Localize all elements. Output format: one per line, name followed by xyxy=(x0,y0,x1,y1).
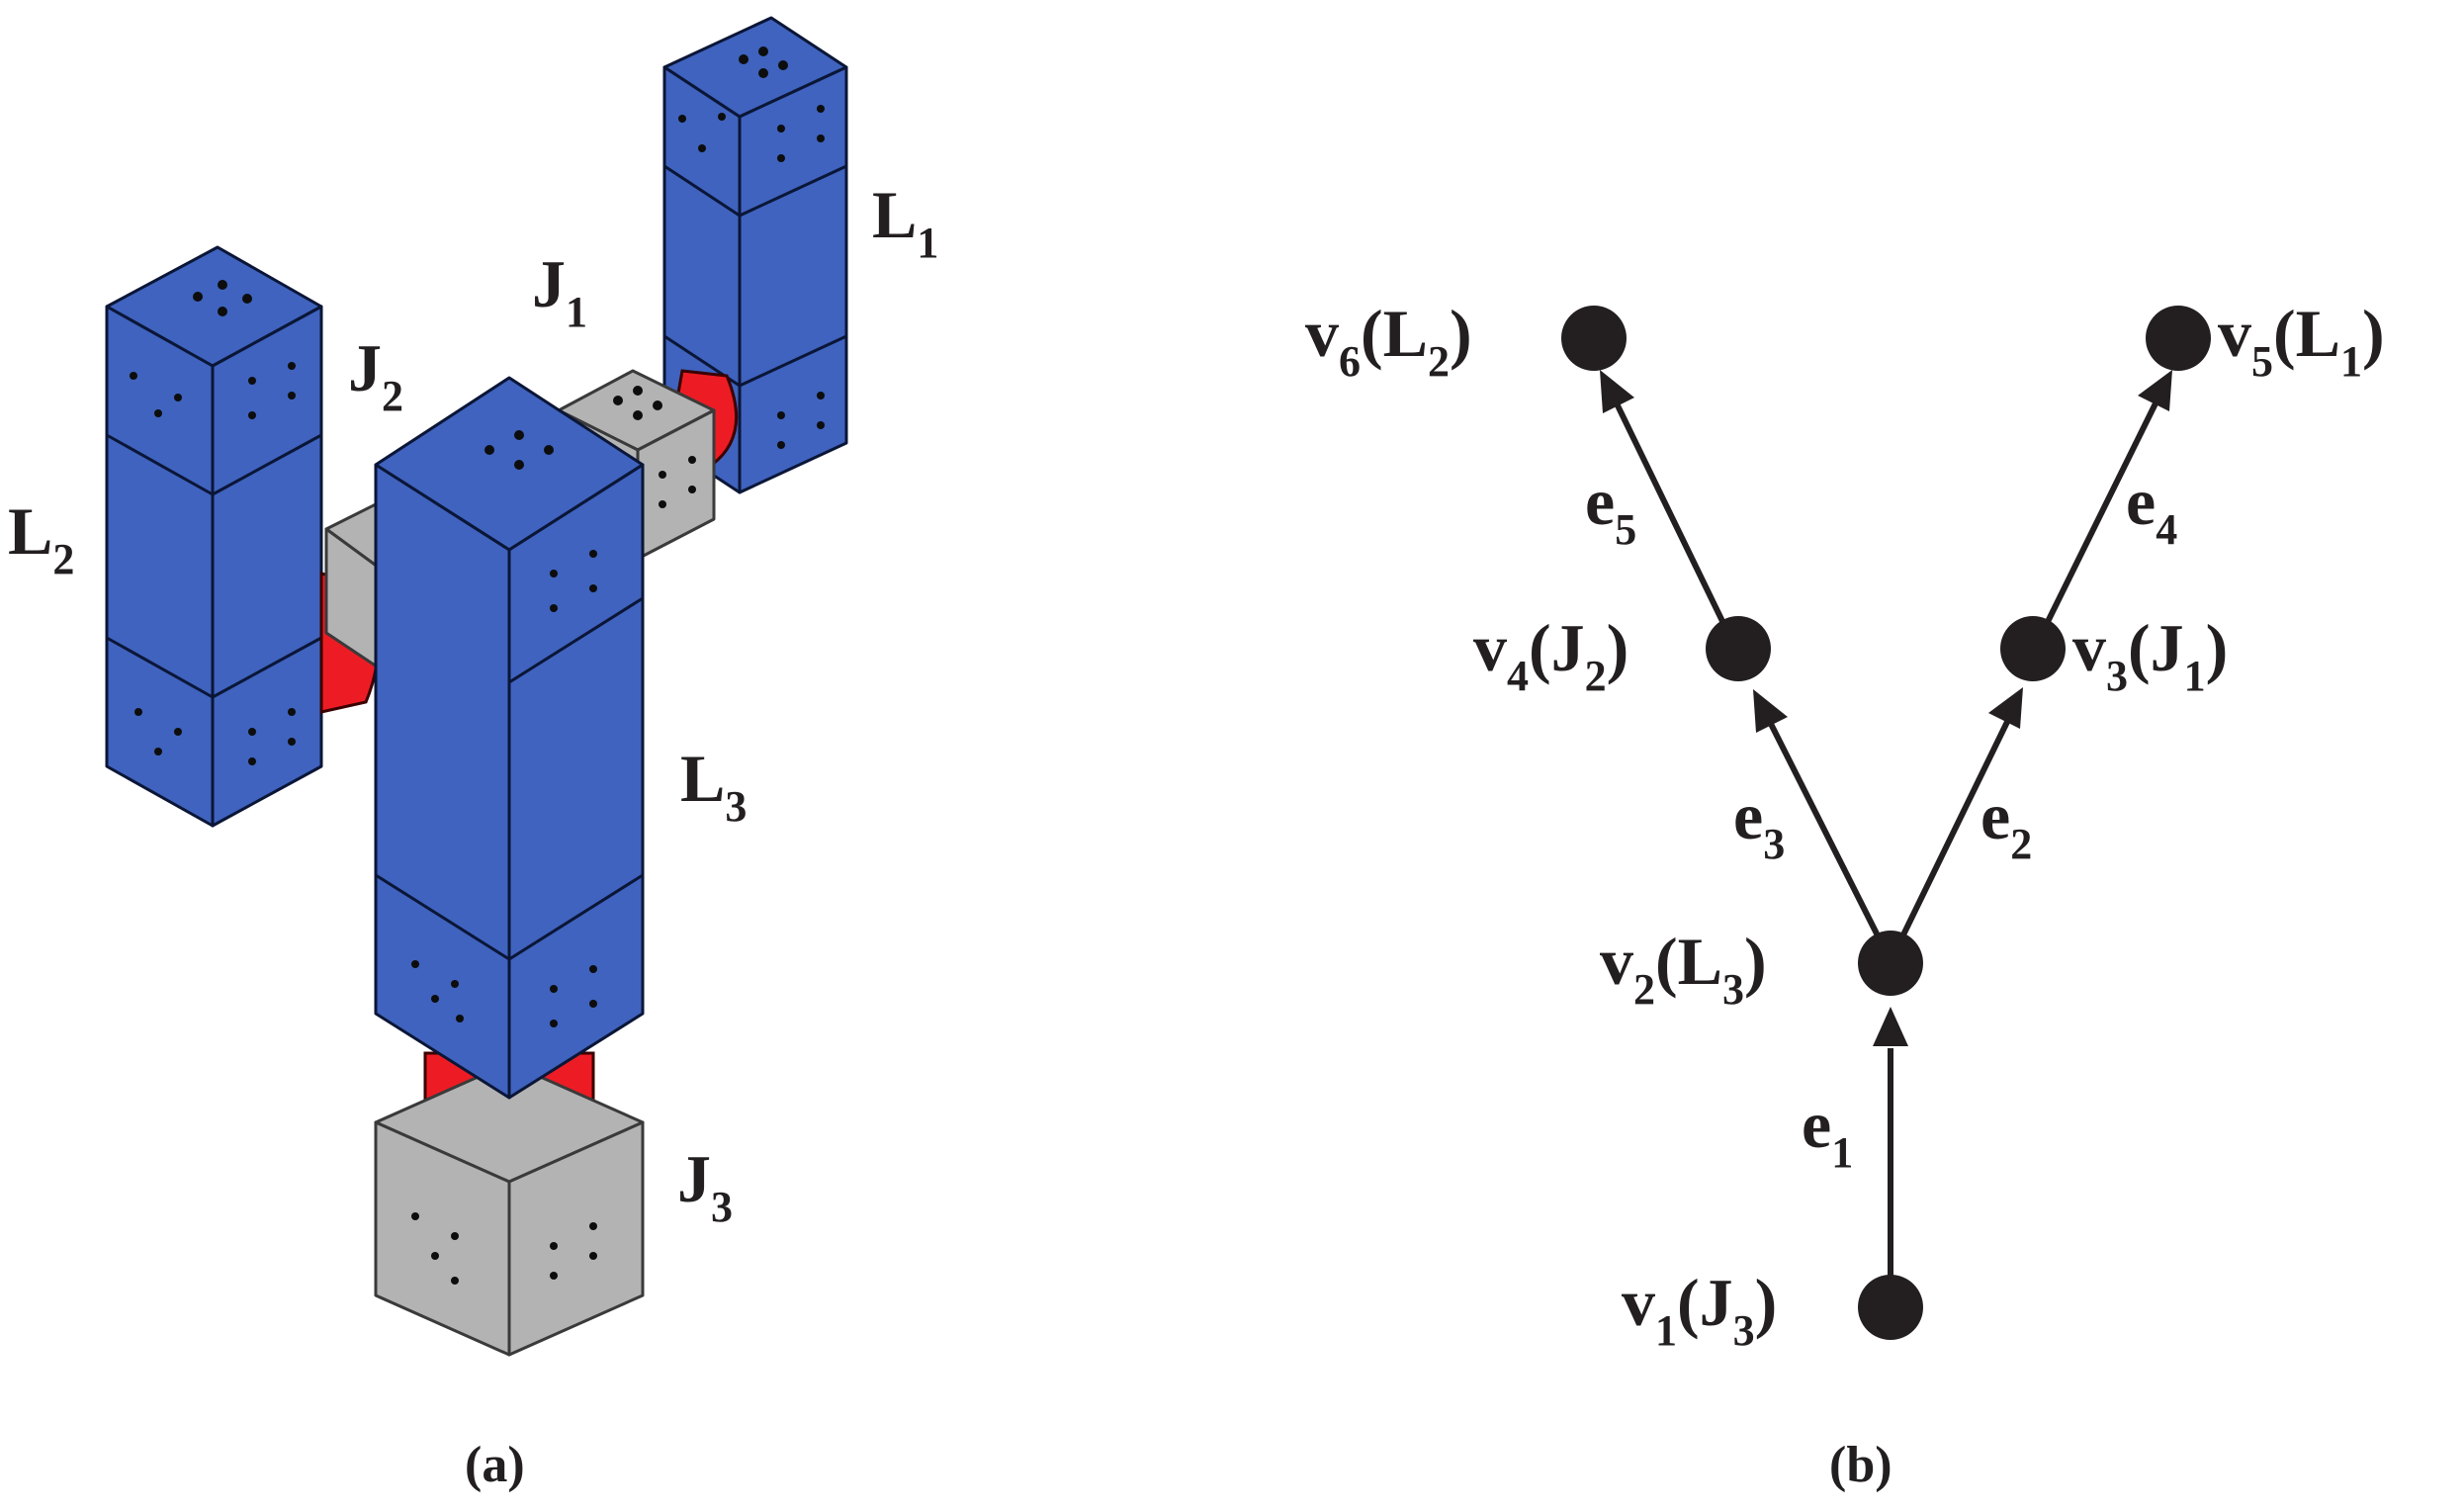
joint-cube-j3 xyxy=(374,1061,645,1357)
arrowhead-e5 xyxy=(1600,370,1634,413)
edge-label-e1: e1 xyxy=(1802,1087,1853,1177)
label-j3: J3 xyxy=(677,1141,733,1231)
arrowhead-e4 xyxy=(2138,370,2172,411)
edge-e3 xyxy=(1767,720,1893,963)
node-label-v2: v2(L3) xyxy=(1600,924,1767,1014)
arrowhead-e2 xyxy=(1988,687,2023,729)
node-v5 xyxy=(2146,306,2211,371)
mounting-holes xyxy=(678,46,825,449)
edge-e4 xyxy=(2032,401,2158,650)
label-l1: L1 xyxy=(872,177,938,267)
edge-e2 xyxy=(1888,720,2010,963)
node-v6 xyxy=(1561,306,1627,371)
topology-graph: v1(J3) v2(L3) v3(J1) v4(J2) v5(L1) v6(L2… xyxy=(1305,296,2385,1493)
link-module-l2 xyxy=(105,245,323,828)
arrowhead-e3 xyxy=(1753,689,1788,733)
node-v4 xyxy=(1706,616,1771,681)
edge-label-e3: e3 xyxy=(1733,778,1785,868)
node-v3 xyxy=(2000,616,2066,681)
edge-e5 xyxy=(1614,401,1738,650)
node-v1 xyxy=(1858,1275,1923,1340)
edge-label-e4: e4 xyxy=(2126,464,2177,554)
node-v2 xyxy=(1858,931,1923,996)
node-label-v6: v6(L2) xyxy=(1305,296,1472,386)
robot-illustration: L1 J1 J2 L2 L3 J3 (a) xyxy=(8,16,938,1493)
label-l2: L2 xyxy=(8,493,74,583)
label-l3: L3 xyxy=(680,741,747,831)
edge-label-e2: e2 xyxy=(1980,778,2032,868)
caption-a: (a) xyxy=(465,1437,525,1493)
label-j1: J1 xyxy=(532,246,587,336)
arrowhead-e1 xyxy=(1873,1007,1908,1046)
mounting-holes xyxy=(130,280,296,765)
label-j2: J2 xyxy=(348,330,403,420)
node-label-v3: v3(J1) xyxy=(2072,610,2228,700)
edge-label-e5: e5 xyxy=(1585,464,1636,554)
mounting-holes xyxy=(411,430,597,1027)
node-label-v1: v1(J3) xyxy=(1622,1265,1777,1355)
caption-b: (b) xyxy=(1829,1437,1892,1493)
node-label-v4: v4(J2) xyxy=(1473,610,1628,700)
node-label-v5: v5(L1) xyxy=(2218,296,2385,386)
link-module-l3 xyxy=(374,376,645,1100)
